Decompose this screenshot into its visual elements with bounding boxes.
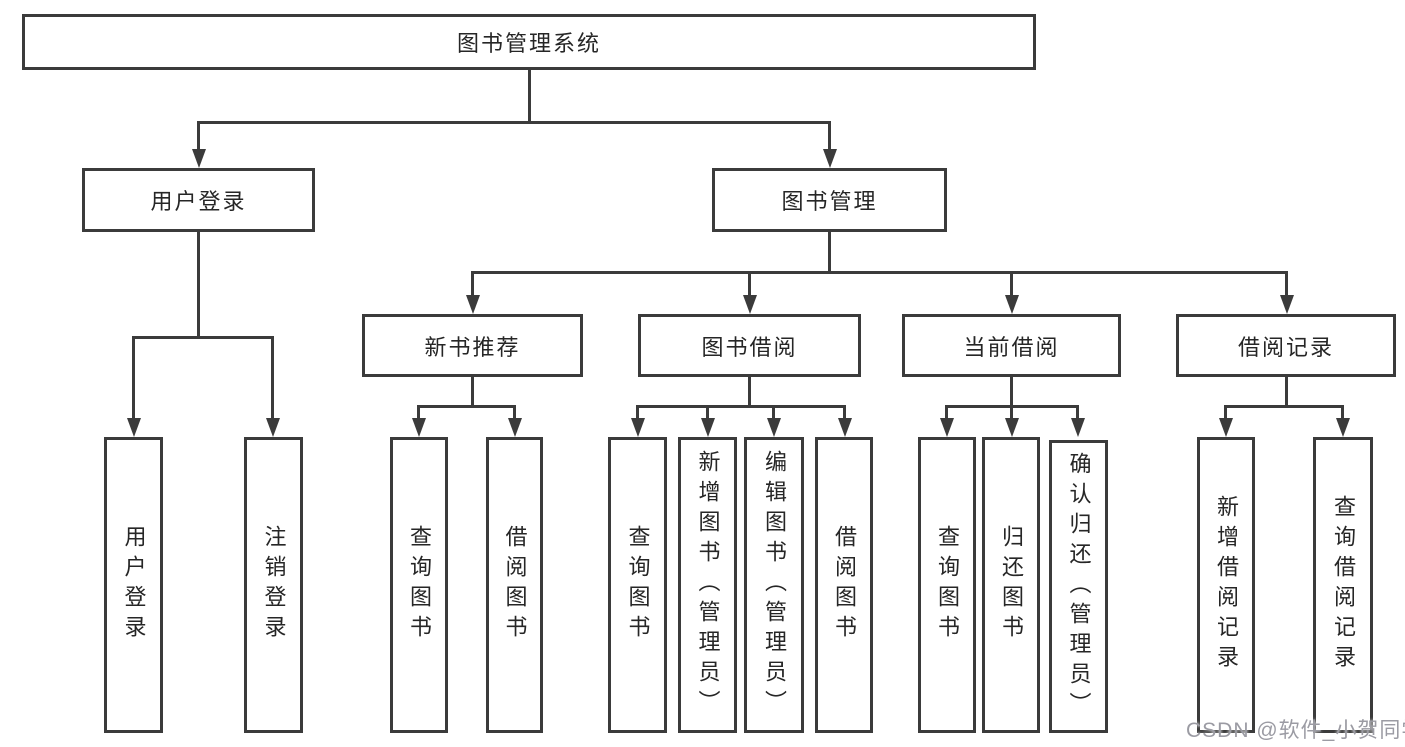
leaf-add-book-admin: 新增图书（管理员） [678,437,737,733]
arrow-down-current-1 [939,405,954,437]
leaf-logout: 注销登录 [244,437,303,733]
arrow-down-borrow-1 [630,405,645,437]
node-current-borrow-label: 当前借阅 [963,334,1060,360]
leaf-confirm-return-admin-label: 确认归还（管理员） [1066,451,1092,722]
arrow-down-recommend-2 [507,405,522,437]
leaf-edit-book-admin: 编辑图书（管理员） [744,437,804,733]
connector-records-bar [1224,405,1343,408]
connector-records-stem [1285,377,1288,405]
leaf-query-books-current: 查询图书 [918,437,976,733]
leaf-add-borrow-record-label: 新增借阅记录 [1214,495,1239,675]
arrow-down-records-2 [1335,405,1350,437]
leaf-user-login: 用户登录 [104,437,163,733]
leaf-return-book-label: 归还图书 [999,525,1024,645]
connector-borrow-stem [748,377,751,405]
leaf-query-borrow-record-label: 查询借阅记录 [1331,495,1356,675]
connector-management-bar [471,271,1287,274]
node-book-management: 图书管理 [712,168,947,232]
arrow-down-borrow-2 [700,405,715,437]
node-user-login: 用户登录 [82,168,315,232]
leaf-edit-book-admin-label: 编辑图书（管理员） [762,450,787,720]
leaf-query-books-borrow-label: 查询图书 [625,525,651,645]
node-new-book-recommend-label: 新书推荐 [424,334,521,360]
connector-root-stem [528,70,531,121]
node-user-login-label: 用户登录 [150,189,247,214]
connector-root-bar [197,121,831,124]
arrow-down-to-leaf-user-login [126,336,141,437]
leaf-confirm-return-admin: 确认归还（管理员） [1049,440,1108,733]
arrow-down-to-leaf-logout [265,336,280,437]
arrow-down-records-1 [1218,405,1233,437]
arrow-down-to-book-borrow [742,271,757,314]
arrow-down-to-new-book-recommend [465,271,480,314]
watermark-text: CSDN @软件_小贺同学 [1186,719,1405,742]
leaf-borrow-books-label: 借阅图书 [832,525,857,645]
leaf-query-books-recommend: 查询图书 [390,437,448,733]
arrow-down-current-3 [1070,405,1085,437]
connector-recommend-stem [471,377,474,405]
node-borrow-records: 借阅记录 [1176,314,1396,377]
node-library-system-label: 图书管理系统 [456,31,601,56]
node-borrow-records-label: 借阅记录 [1237,334,1334,360]
node-new-book-recommend: 新书推荐 [362,314,583,377]
node-book-borrow-label: 图书借阅 [701,334,798,360]
connector-management-stem [828,232,831,271]
node-current-borrow: 当前借阅 [902,314,1121,377]
connector-current-stem [1010,377,1013,405]
arrow-down-to-book-management [822,121,837,168]
node-library-system: 图书管理系统 [22,14,1036,70]
arrow-down-current-2 [1004,405,1019,437]
leaf-query-books-borrow: 查询图书 [608,437,667,733]
leaf-return-book: 归还图书 [982,437,1040,733]
arrow-down-borrow-3 [766,405,781,437]
node-book-borrow: 图书借阅 [638,314,861,377]
leaf-borrow-books-recommend: 借阅图书 [486,437,543,733]
connector-borrow-bar [636,405,846,408]
leaf-borrow-books: 借阅图书 [815,437,873,733]
leaf-user-login-label: 用户登录 [121,525,147,645]
arrow-down-to-user-login [191,121,206,168]
leaf-logout-label: 注销登录 [261,525,287,645]
connector-recommend-bar [417,405,516,408]
arrow-down-recommend-1 [411,405,426,437]
leaf-query-books-current-label: 查询图书 [935,525,960,645]
connector-login-stem [197,232,200,336]
connector-login-bar [132,336,274,339]
arrow-down-borrow-4 [837,405,852,437]
arrow-down-to-current-borrow [1004,271,1019,314]
leaf-borrow-books-recommend-label: 借阅图书 [502,525,528,645]
leaf-query-borrow-record: 查询借阅记录 [1313,437,1373,733]
leaf-add-book-admin-label: 新增图书（管理员） [695,450,721,720]
node-book-management-label: 图书管理 [781,189,878,214]
arrow-down-to-borrow-records [1279,271,1294,314]
leaf-add-borrow-record: 新增借阅记录 [1197,437,1255,733]
leaf-query-books-recommend-label: 查询图书 [407,525,432,645]
